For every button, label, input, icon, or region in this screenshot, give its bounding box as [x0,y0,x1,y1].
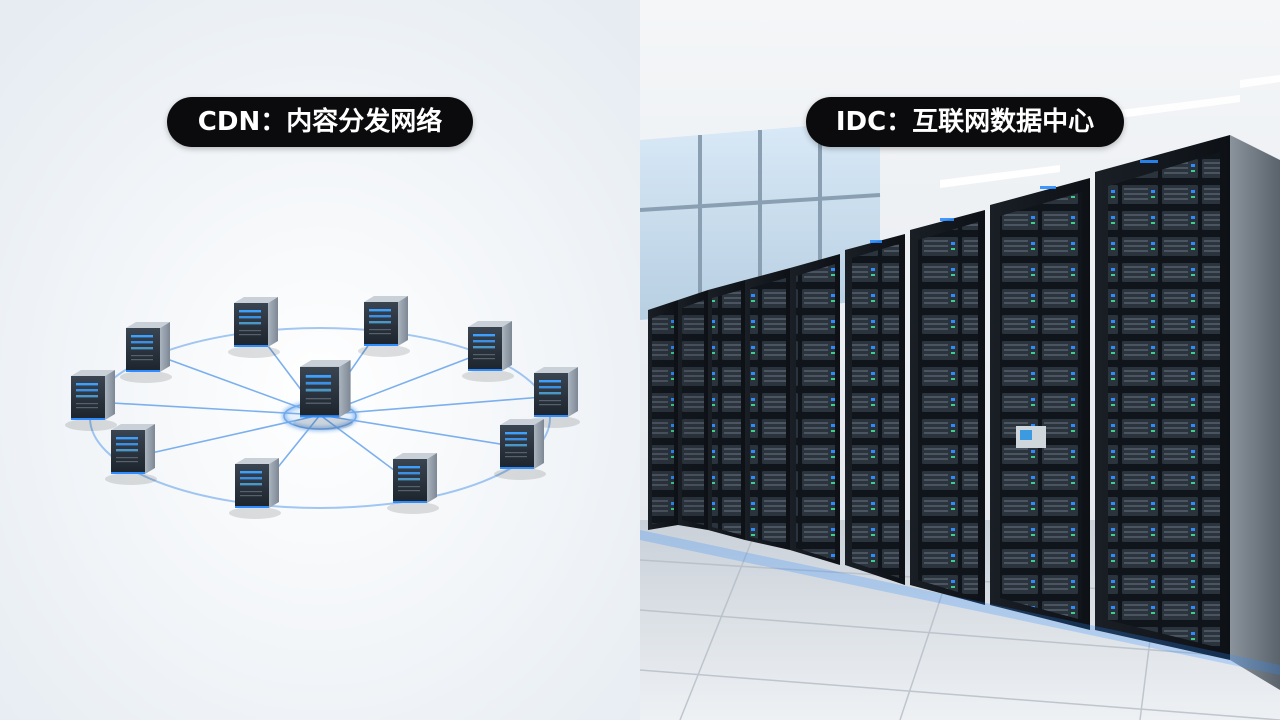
idc-label: IDC：互联网数据中心 [806,97,1124,147]
cdn-label: CDN：内容分发网络 [167,97,473,147]
server-racks-photo [640,0,1280,720]
idc-panel: IDC：互联网数据中心 [640,0,1280,720]
cdn-panel: CDN：内容分发网络 [0,0,640,720]
